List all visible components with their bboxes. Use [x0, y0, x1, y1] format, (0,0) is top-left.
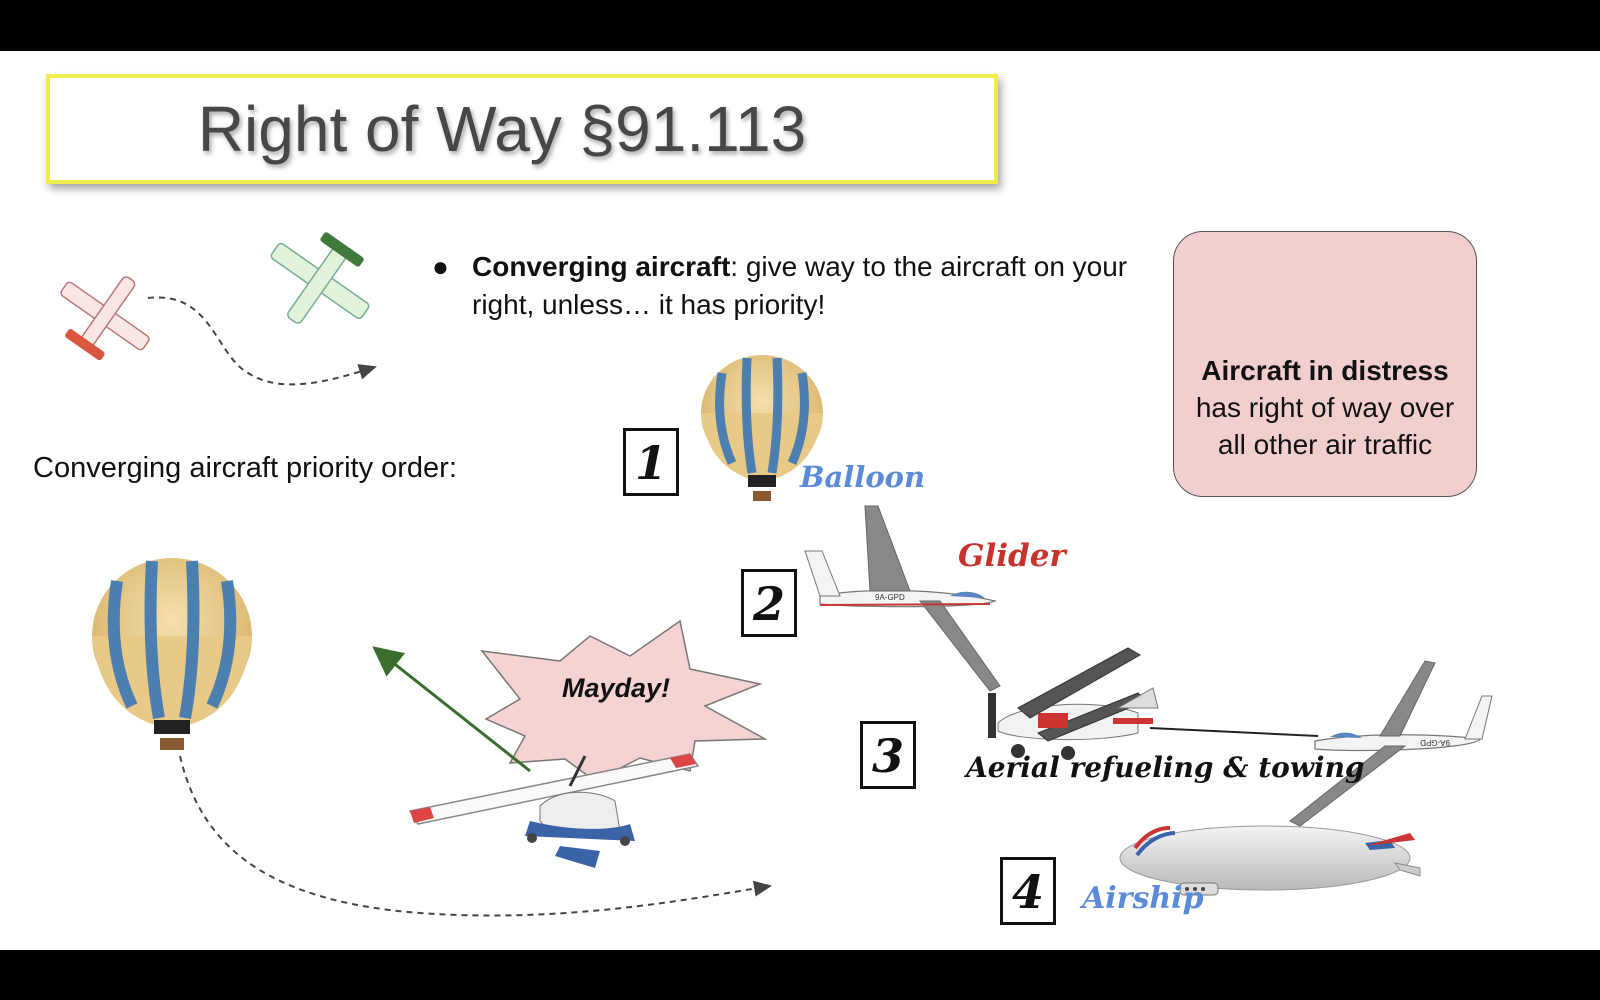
priority-number-1: 1 — [623, 428, 679, 496]
distress-line2: has right of way over — [1195, 392, 1455, 423]
balloon-path — [179, 755, 772, 917]
bullet-bold: Converging aircraft — [472, 251, 731, 282]
glider-icon: 9A-GPD — [1289, 660, 1493, 827]
priority-label-glider: Glider — [958, 538, 1066, 574]
priority-label: Converging aircraft priority order: — [33, 452, 457, 484]
cessna-icon — [408, 753, 700, 868]
priority-label-aerial: Aerial refueling & towing — [966, 751, 1365, 784]
priority-number-4: 4 — [1000, 857, 1056, 925]
tow-plane-icon — [988, 647, 1159, 760]
distress-box: Aircraft in distress has right of way ov… — [1173, 231, 1477, 497]
cessna-icon — [60, 276, 150, 361]
balloon-icon — [92, 558, 252, 750]
bullet-text: : give way to the aircraft on your right… — [472, 251, 1128, 320]
mayday-text: Mayday! — [562, 673, 671, 703]
glider-registration: 9A-GPD — [875, 593, 905, 602]
balloon-icon — [701, 355, 823, 501]
priority-label-balloon: Balloon — [800, 460, 926, 494]
priority-number-2: 2 — [741, 569, 797, 637]
page-title: Right of Way §91.113 — [197, 93, 807, 165]
towed-glider-registration: 9A-GPD — [1420, 738, 1450, 747]
mayday-burst — [480, 619, 768, 782]
slide: Right of Way §91.113 — [0, 51, 1600, 950]
letterbox-bottom — [0, 950, 1600, 1000]
distress-title: Aircraft in distress — [1201, 355, 1449, 386]
letterbox-top — [0, 0, 1600, 51]
converging-path — [147, 296, 377, 386]
distress-arrow — [372, 646, 531, 773]
priority-number-3: 3 — [860, 721, 916, 789]
tow-rope — [1149, 727, 1319, 737]
priority-label-airship: Airship — [1082, 881, 1204, 916]
distress-line3: all other air traffic — [1217, 429, 1433, 460]
title-box: Right of Way §91.113 — [46, 74, 998, 184]
glider-icon: 9A-GPD — [804, 505, 1001, 692]
bullet-dot: ● — [432, 251, 449, 282]
cessna-icon — [270, 232, 370, 324]
airship-icon — [1119, 825, 1421, 896]
illustrations: 9A-GPD 9A-GPD — [60, 232, 1493, 917]
